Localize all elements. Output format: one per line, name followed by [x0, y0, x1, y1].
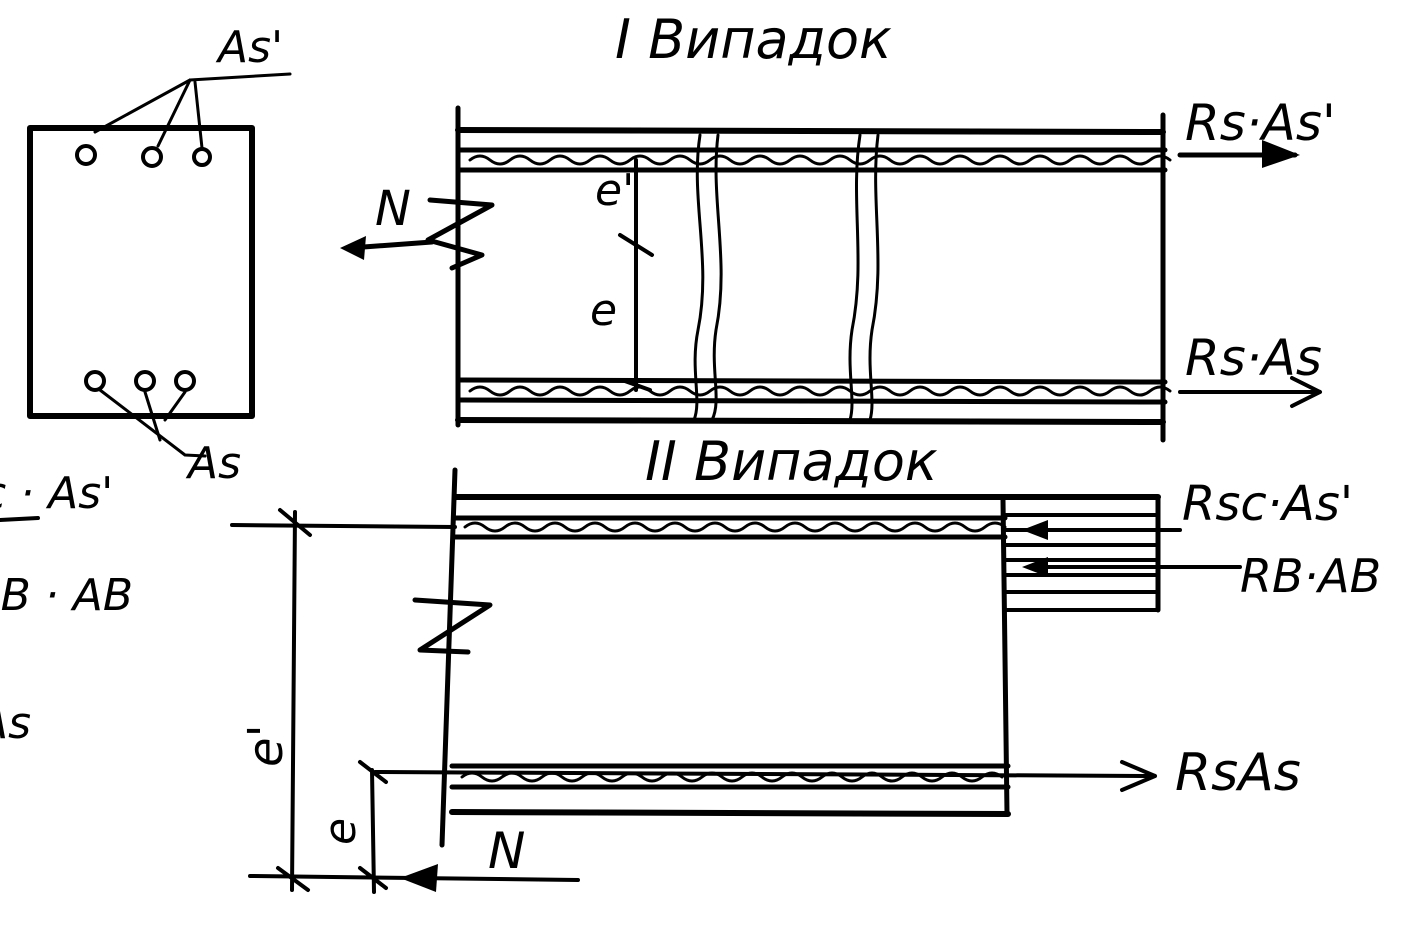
case1-force-arrowhead — [340, 236, 366, 260]
case1-crack — [692, 133, 705, 422]
case1-bottom-force-label: Rs·As — [1185, 329, 1322, 387]
case1-title: I Випадок — [615, 8, 892, 71]
case1-top-force-arrowhead — [1262, 140, 1300, 168]
case2-e-label: e — [315, 818, 366, 845]
top-leader — [193, 80, 204, 150]
case2-left-edge — [439, 467, 458, 848]
case2-bottom-edge — [449, 809, 1011, 817]
top-leader — [156, 78, 192, 148]
bottom-leader — [98, 388, 207, 458]
case2-bottom-force-label: RsAs — [1175, 743, 1301, 803]
bottom-bars-label: As — [185, 438, 241, 489]
cross-section: As' As — [27, 22, 292, 489]
top-bar — [75, 144, 97, 166]
case2-e-prime-label: e' — [238, 724, 294, 767]
case2-e-prime-dimension — [290, 510, 297, 892]
case2-top-force-arrowhead — [1022, 520, 1048, 540]
case1-e-prime-label: e' — [595, 165, 634, 216]
case2-force-arrowhead — [400, 864, 438, 892]
case2-break-mark — [412, 597, 493, 655]
case2-concrete-force-label: RB·AB — [1240, 549, 1381, 603]
top-leader — [93, 72, 292, 134]
bottom-bar — [134, 370, 156, 392]
case1-bottom-hatch — [468, 385, 1172, 397]
top-bars-label: As' — [215, 22, 283, 73]
case1-bottom-bar-line — [457, 397, 1168, 405]
case2-dimension-tick — [278, 508, 312, 537]
bottom-leader — [163, 390, 187, 422]
case2-compression-zone-boundary — [1000, 497, 1010, 817]
case2-dimension-tick — [358, 760, 388, 784]
bottom-bar — [84, 370, 106, 392]
bottom-bar — [174, 370, 196, 392]
case2-concrete-force-arrowhead — [1022, 557, 1048, 577]
case1-crack — [848, 133, 862, 422]
case2-bottom-force-arrowhead — [1120, 760, 1157, 792]
case2-title: II Випадок — [645, 430, 938, 493]
case2-dimension-tick — [276, 866, 310, 892]
case1-dimension-tick — [620, 378, 652, 392]
case2-bottom-force-arrow — [373, 770, 1152, 778]
case1-e-label: e — [590, 285, 617, 336]
case1-bottom-edge — [455, 417, 1166, 425]
case1-force-label: N — [375, 181, 411, 237]
case1-crack — [868, 133, 880, 422]
case1-diagram: I Випадок N e' e Rs·As' — [340, 8, 1336, 443]
case1-top-edge — [455, 127, 1166, 135]
case2-force-label: N — [488, 822, 525, 880]
case1-bottom-bar-line — [457, 377, 1168, 385]
case2-diagram: II Випадок Rsc·As' RB·AB — [230, 430, 1381, 894]
left-fragment-1: c · As' — [0, 468, 113, 519]
top-bar — [192, 147, 212, 167]
case2-top-hatch — [463, 521, 1007, 533]
top-bar — [141, 146, 163, 168]
left-fragment-2: R̄B · AB — [0, 568, 133, 621]
section-rectangle — [27, 125, 255, 419]
case2-e-dimension — [370, 768, 376, 894]
left-formula-fragments: c · As' R̄B · AB As — [0, 468, 133, 749]
case1-crack — [710, 133, 723, 422]
left-fragment-underline — [0, 516, 40, 522]
case1-top-force-label: Rs·As' — [1185, 94, 1336, 152]
left-fragment-3: As — [0, 698, 31, 749]
case1-top-hatch — [468, 154, 1172, 166]
bottom-leader — [143, 390, 162, 442]
case2-extension-line — [230, 523, 457, 529]
case1-bottom-force-arrowhead — [1290, 376, 1322, 408]
case2-top-force-label: Rsc·As' — [1182, 476, 1353, 532]
case1-dimension-tick — [618, 233, 654, 257]
